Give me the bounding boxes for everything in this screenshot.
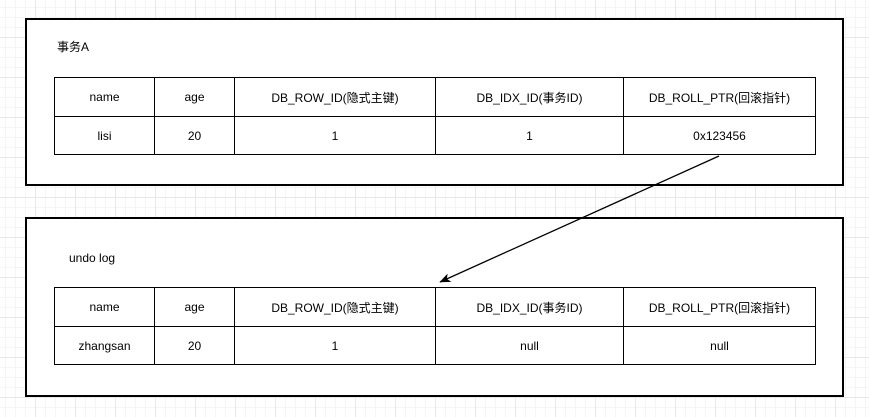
undo-cell-db-row-id: 1 <box>234 326 436 365</box>
undo-cell-age: 20 <box>154 326 235 365</box>
undo-log-title: undo log <box>69 251 116 265</box>
undo-header-name: name <box>54 287 155 327</box>
undo-cell-db-idx-id: null <box>435 326 624 365</box>
txa-cell-name: lisi <box>54 116 155 155</box>
undo-log-data-row: zhangsan 20 1 null null <box>54 326 816 365</box>
undo-log-header-row: name age DB_ROW_ID(隐式主键) DB_IDX_ID(事务ID)… <box>54 287 816 327</box>
txa-header-db-idx-id: DB_IDX_ID(事务ID) <box>435 77 624 117</box>
transaction-a-header-row: name age DB_ROW_ID(隐式主键) DB_IDX_ID(事务ID)… <box>54 77 816 117</box>
undo-header-db-roll-ptr: DB_ROLL_PTR(回滚指针) <box>623 287 816 327</box>
txa-header-db-roll-ptr: DB_ROLL_PTR(回滚指针) <box>623 77 816 117</box>
txa-cell-age: 20 <box>154 116 235 155</box>
undo-header-db-row-id: DB_ROW_ID(隐式主键) <box>234 287 436 327</box>
undo-log-table[interactable]: name age DB_ROW_ID(隐式主键) DB_IDX_ID(事务ID)… <box>54 287 816 365</box>
undo-header-age: age <box>154 287 235 327</box>
undo-header-db-idx-id: DB_IDX_ID(事务ID) <box>435 287 624 327</box>
txa-cell-db-roll-ptr: 0x123456 <box>623 116 816 155</box>
undo-cell-name: zhangsan <box>54 326 155 365</box>
transaction-a-table[interactable]: name age DB_ROW_ID(隐式主键) DB_IDX_ID(事务ID)… <box>54 77 816 155</box>
transaction-a-title: 事务A <box>57 40 90 54</box>
transaction-a-data-row: lisi 20 1 1 0x123456 <box>54 116 816 155</box>
txa-header-age: age <box>154 77 235 117</box>
undo-cell-db-roll-ptr: null <box>623 326 816 365</box>
txa-cell-db-idx-id: 1 <box>435 116 624 155</box>
txa-header-name: name <box>54 77 155 117</box>
txa-header-db-row-id: DB_ROW_ID(隐式主键) <box>234 77 436 117</box>
txa-cell-db-row-id: 1 <box>234 116 436 155</box>
